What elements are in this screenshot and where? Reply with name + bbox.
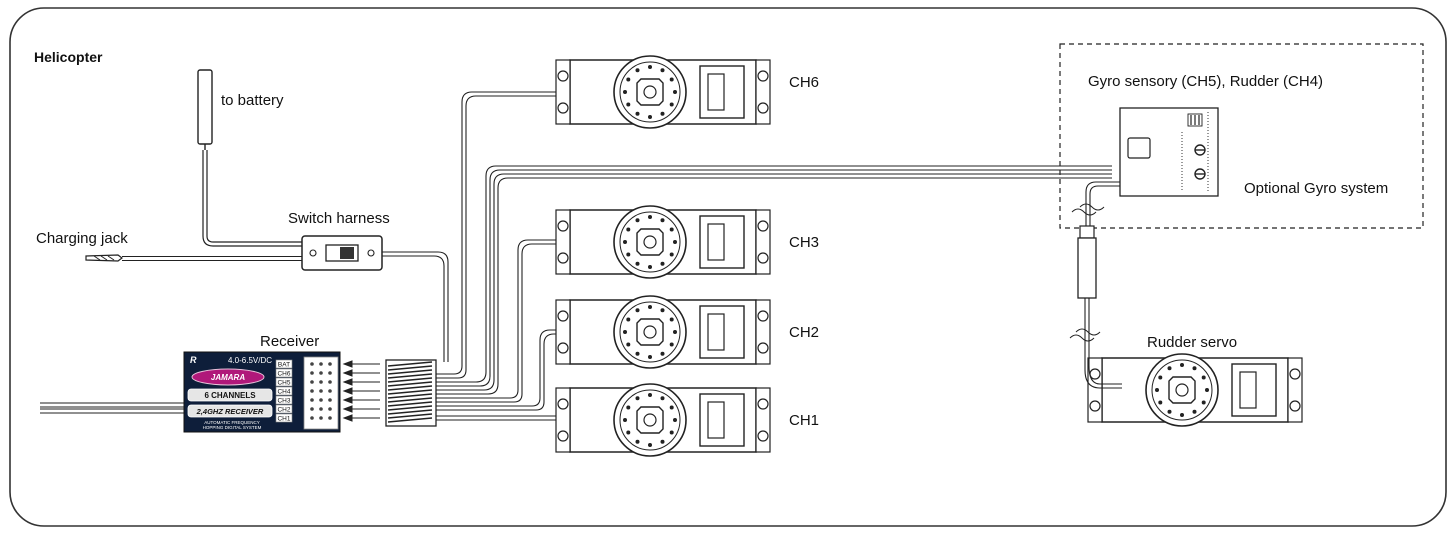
receiver-port-label: CH1: [277, 416, 290, 423]
charging-jack: [85, 254, 123, 262]
optional-gyro-box: [1059, 43, 1424, 229]
receiver-port-label-box: [275, 413, 293, 423]
servo-ch1: [555, 383, 771, 457]
receiver-port-pin: [319, 407, 323, 411]
label-ch3: CH3: [789, 234, 820, 251]
servo-rudder: [1087, 353, 1303, 427]
receiver-port-pin: [328, 362, 332, 366]
servo-ch6: [555, 55, 771, 129]
receiver-port-pin: [328, 407, 332, 411]
servo-ch3: [555, 205, 771, 279]
receiver-footer-2: HOPPING DIGITAL SYSTEM: [203, 425, 262, 430]
receiver-port-pin: [319, 371, 323, 375]
receiver-port-label: BAT: [278, 362, 290, 369]
label-rudder-servo: Rudder servo: [1147, 334, 1238, 351]
label-optional-gyro: Optional Gyro system: [1244, 180, 1389, 197]
switch-harness: [301, 235, 383, 271]
label-ch6: CH6: [789, 74, 820, 91]
receiver-port-label: CH2: [277, 407, 290, 414]
receiver-channels: 6 CHANNELS: [204, 391, 256, 400]
label-gyro: Gyro sensory (CH5), Rudder (CH4): [1088, 73, 1324, 90]
receiver-port-pin: [319, 416, 323, 420]
label-switch-harness: Switch harness: [288, 210, 390, 227]
receiver-port-pin: [310, 416, 314, 420]
receiver-port-label-box: [275, 377, 293, 387]
receiver-port-label: CH5: [277, 380, 290, 387]
receiver-port-pin: [310, 389, 314, 393]
receiver-voltage: 4.0-6.5V/DC: [228, 356, 272, 365]
receiver-port-label: CH4: [277, 389, 290, 396]
battery-plug: [197, 69, 213, 150]
diagram-title: Helicopter: [34, 49, 103, 65]
receiver-port-pin: [310, 380, 314, 384]
servo-connector-block: [385, 359, 437, 427]
label-ch1: CH1: [789, 412, 820, 429]
receiver-port-label-box: [275, 386, 293, 396]
label-ch2: CH2: [789, 324, 820, 341]
diagram-frame: [9, 7, 1447, 527]
receiver-band: 2,4GHZ RECEIVER: [196, 407, 264, 416]
servo-ch2: [555, 295, 771, 369]
receiver-port-label-box: [275, 404, 293, 414]
receiver-port-label: CH6: [277, 371, 290, 378]
receiver-port-label-box: [275, 395, 293, 405]
label-receiver: Receiver: [260, 333, 320, 350]
gyro-unit: [1119, 107, 1219, 197]
receiver-logo: JAMARA: [211, 373, 245, 382]
receiver-port-label-box: [275, 359, 293, 369]
label-charging-jack: Charging jack: [36, 230, 128, 247]
receiver-port-pin: [310, 362, 314, 366]
receiver-port-pin: [310, 407, 314, 411]
receiver-footer-1: AUTOMATIC FREQUENCY: [204, 420, 260, 425]
receiver-port-pin: [328, 416, 332, 420]
receiver-port-pin: [328, 389, 332, 393]
receiver-port-pin: [328, 380, 332, 384]
label-to-battery: to battery: [221, 92, 284, 109]
receiver-port-pin: [328, 398, 332, 402]
port-arrows: [342, 360, 380, 422]
receiver-port-pin: [319, 389, 323, 393]
receiver-unit: R 4.0-6.5V/DC JAMARA 6 CHANNELS 2,4GHZ R…: [183, 351, 341, 433]
receiver-port-pin: [310, 398, 314, 402]
receiver-port-pin: [319, 362, 323, 366]
receiver-brand: R: [190, 355, 197, 365]
receiver-port-pin: [319, 380, 323, 384]
receiver-port-pin: [319, 398, 323, 402]
receiver-port-label: CH3: [277, 398, 290, 405]
receiver-port-label-box: [275, 368, 293, 378]
receiver-port-pin: [310, 371, 314, 375]
receiver-port-pin: [328, 371, 332, 375]
